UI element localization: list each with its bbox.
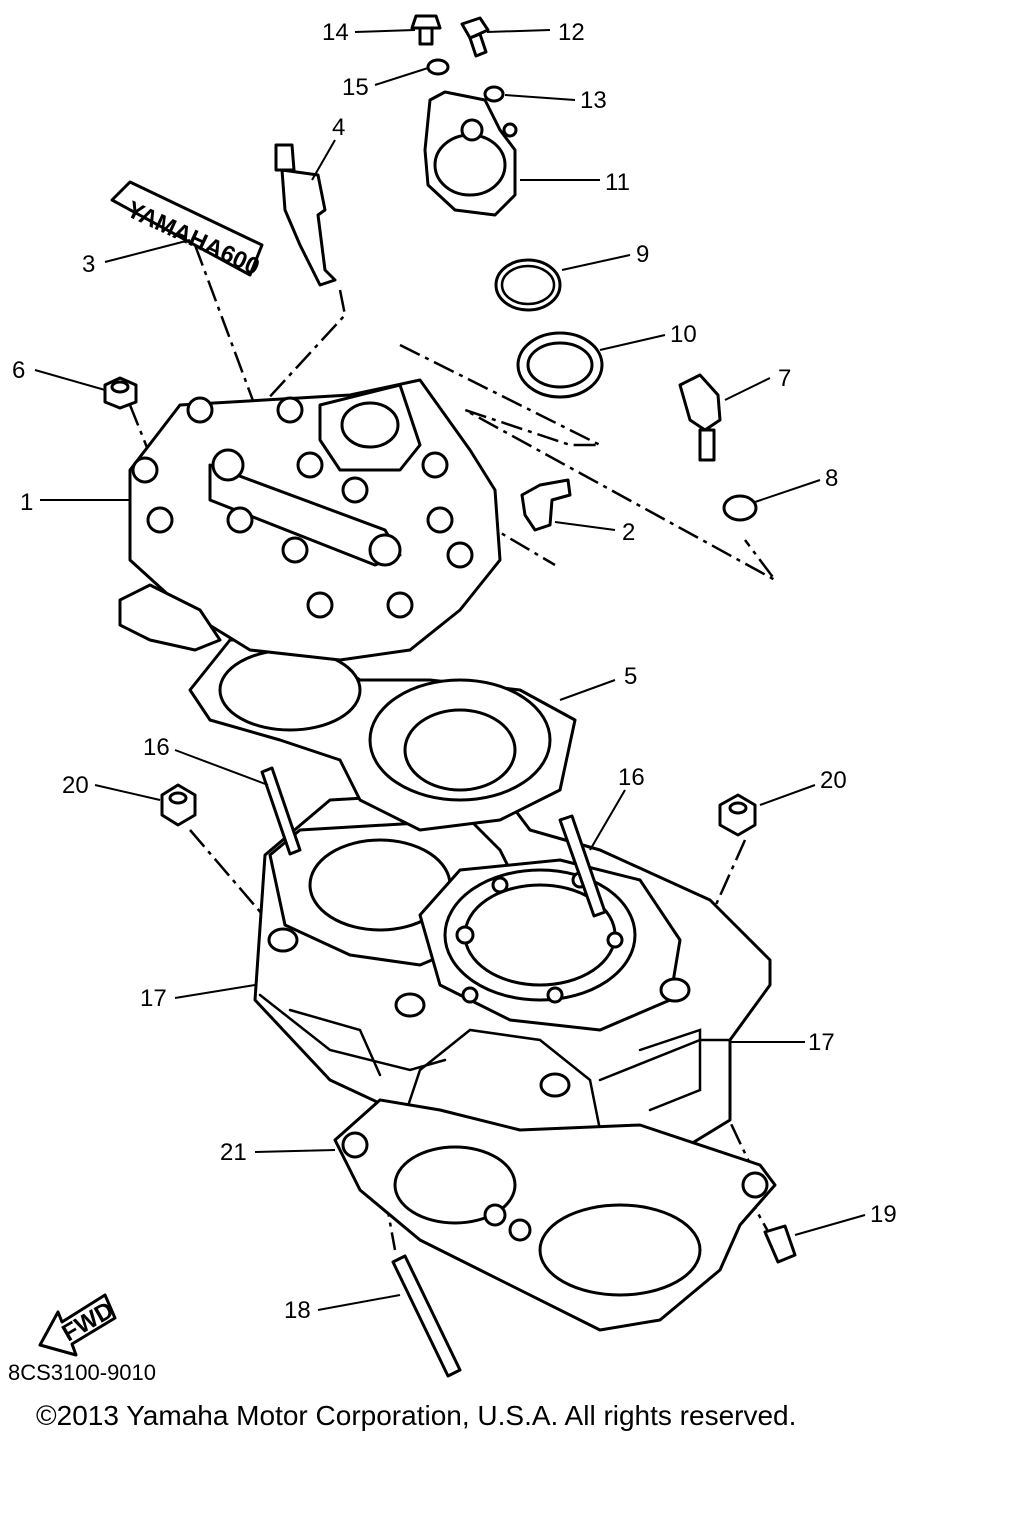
hose-fitting [520, 478, 572, 532]
washer-8 [722, 494, 758, 522]
callout-2: 2 [622, 519, 635, 546]
callout-16-left: 16 [143, 734, 170, 761]
part-code: 8CS3100-9010 [8, 1360, 157, 1385]
callout-18: 18 [284, 1297, 311, 1324]
fwd-arrow: FWD [38, 1293, 118, 1357]
callout-4: 4 [332, 114, 345, 141]
callout-20-right: 20 [820, 767, 847, 794]
bolt-14 [410, 14, 442, 46]
callout-21: 21 [220, 1139, 247, 1166]
callout-7: 7 [778, 365, 791, 392]
bolt-12 [460, 16, 490, 58]
callout-3: 3 [82, 251, 95, 278]
base-gasket [333, 1098, 777, 1332]
nut-20-right [718, 793, 757, 837]
callout-15: 15 [342, 74, 369, 101]
callout-numbers: 14 12 15 13 4 11 9 10 7 8 2 3 6 1 5 16 2… [12, 19, 897, 1324]
callout-5: 5 [624, 663, 637, 690]
spark-plug [274, 143, 337, 287]
thermostat-10 [516, 331, 604, 399]
callout-14: 14 [322, 19, 349, 46]
callout-9: 9 [636, 241, 649, 268]
stud-16-left [260, 766, 302, 856]
head-gasket [188, 638, 577, 832]
nut-20-left [160, 783, 197, 827]
stud-18 [391, 1254, 462, 1378]
callout-1: 1 [20, 489, 33, 516]
callout-11: 11 [605, 169, 630, 196]
callout-10: 10 [670, 321, 697, 348]
callout-20-left: 20 [62, 772, 89, 799]
washer-15 [426, 58, 450, 76]
copyright-notice: ©2013 Yamaha Motor Corporation, U.S.A. A… [36, 1400, 797, 1431]
callout-16-right: 16 [618, 764, 645, 791]
stud-16-right [558, 814, 607, 918]
o-ring-9 [494, 258, 562, 312]
leader-lines [34, 29, 866, 1311]
thermostat-cover [423, 90, 518, 217]
callout-8: 8 [825, 465, 838, 492]
nut-6 [103, 376, 138, 410]
cylinder-block [253, 788, 772, 1197]
callout-12: 12 [558, 19, 585, 46]
callout-19: 19 [870, 1201, 897, 1228]
temperature-sensor [678, 373, 722, 462]
callout-17-left: 17 [140, 985, 167, 1012]
washer-13 [483, 85, 505, 103]
callout-13: 13 [580, 87, 607, 114]
callout-17-right: 17 [808, 1029, 835, 1056]
decal: YAMAHA600 [110, 180, 264, 281]
dowel-19 [763, 1224, 797, 1264]
callout-6: 6 [12, 357, 25, 384]
cylinder-head [118, 378, 502, 662]
